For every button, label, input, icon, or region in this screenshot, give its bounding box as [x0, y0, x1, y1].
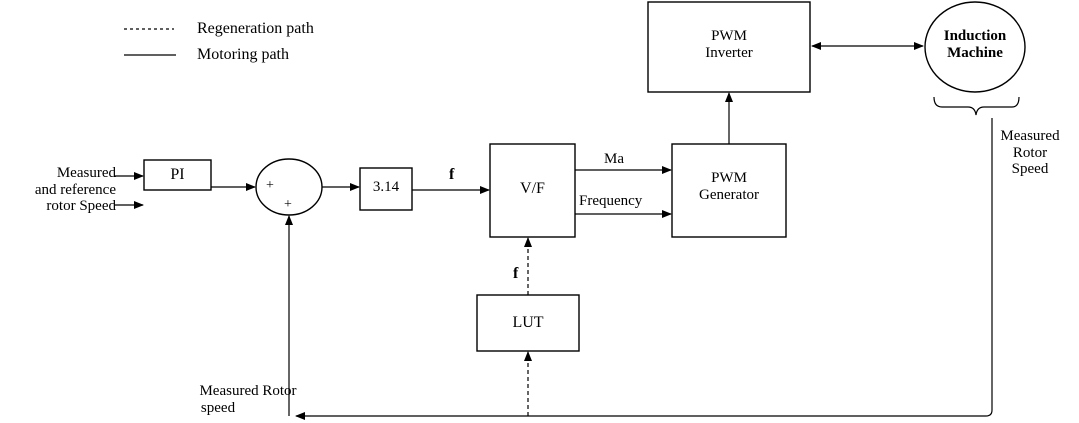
pwm-inverter-label-line1: PWM	[711, 28, 747, 44]
frequency-label: Frequency	[579, 193, 643, 209]
f-lut-output-label: f	[513, 265, 519, 282]
legend-motoring-label: Motoring path	[197, 46, 289, 63]
gain-block	[359, 167, 413, 211]
pwm-inverter-block	[647, 1, 811, 93]
pwm-generator-label-line2: Generator	[699, 186, 759, 203]
pwm-generator-label: PWM Generator	[672, 170, 786, 203]
induction-machine-label: Induction Machine	[925, 28, 1025, 61]
ma-label: Ma	[604, 151, 624, 167]
induction-machine-label-line1: Induction	[943, 28, 1007, 44]
f-gain-output-label: f	[449, 166, 455, 183]
measured-rotor-speed-bottom-label: Measured Rotor speed	[168, 383, 328, 416]
measured-rotor-speed-bottom-line2: speed	[200, 399, 236, 416]
pi-label: PI	[170, 166, 185, 183]
legend-regeneration-label: Regeneration path	[197, 20, 314, 37]
lut-label: LUT	[512, 314, 544, 331]
measured-rotor-speed-right-label: Measured Rotor Speed	[985, 128, 1075, 178]
measured-rotor-speed-right-line3: Speed	[1011, 161, 1049, 177]
input-speed-label-line3: rotor Speed	[46, 198, 116, 214]
pwm-generator-label-line1: PWM	[711, 170, 747, 186]
pi-block	[143, 159, 212, 191]
input-speed-label: Measured and reference rotor Speed	[0, 165, 116, 215]
pwm-inverter-label-line2: Inverter	[705, 44, 753, 61]
induction-machine-circle	[924, 1, 1026, 93]
sum-plus-top: +	[266, 178, 274, 193]
pwm-inverter-label: PWM Inverter	[648, 28, 810, 61]
measured-rotor-speed-right-line1: Measured	[1000, 128, 1060, 144]
induction-machine-brace	[933, 96, 1020, 116]
feedback-path	[295, 118, 993, 420]
sum-plus-bottom: +	[284, 197, 292, 212]
induction-machine-label-line2: Machine	[947, 44, 1003, 61]
measured-rotor-speed-right-line2: Rotor	[1012, 144, 1048, 161]
gain-label: 3.14	[372, 179, 400, 195]
vf-block	[489, 143, 576, 238]
vf-label: V/F	[520, 180, 545, 197]
input-speed-label-line1: Measured	[56, 165, 116, 181]
measured-rotor-speed-bottom-line1: Measured Rotor	[199, 383, 297, 399]
input-speed-label-line2: and reference	[34, 181, 116, 198]
